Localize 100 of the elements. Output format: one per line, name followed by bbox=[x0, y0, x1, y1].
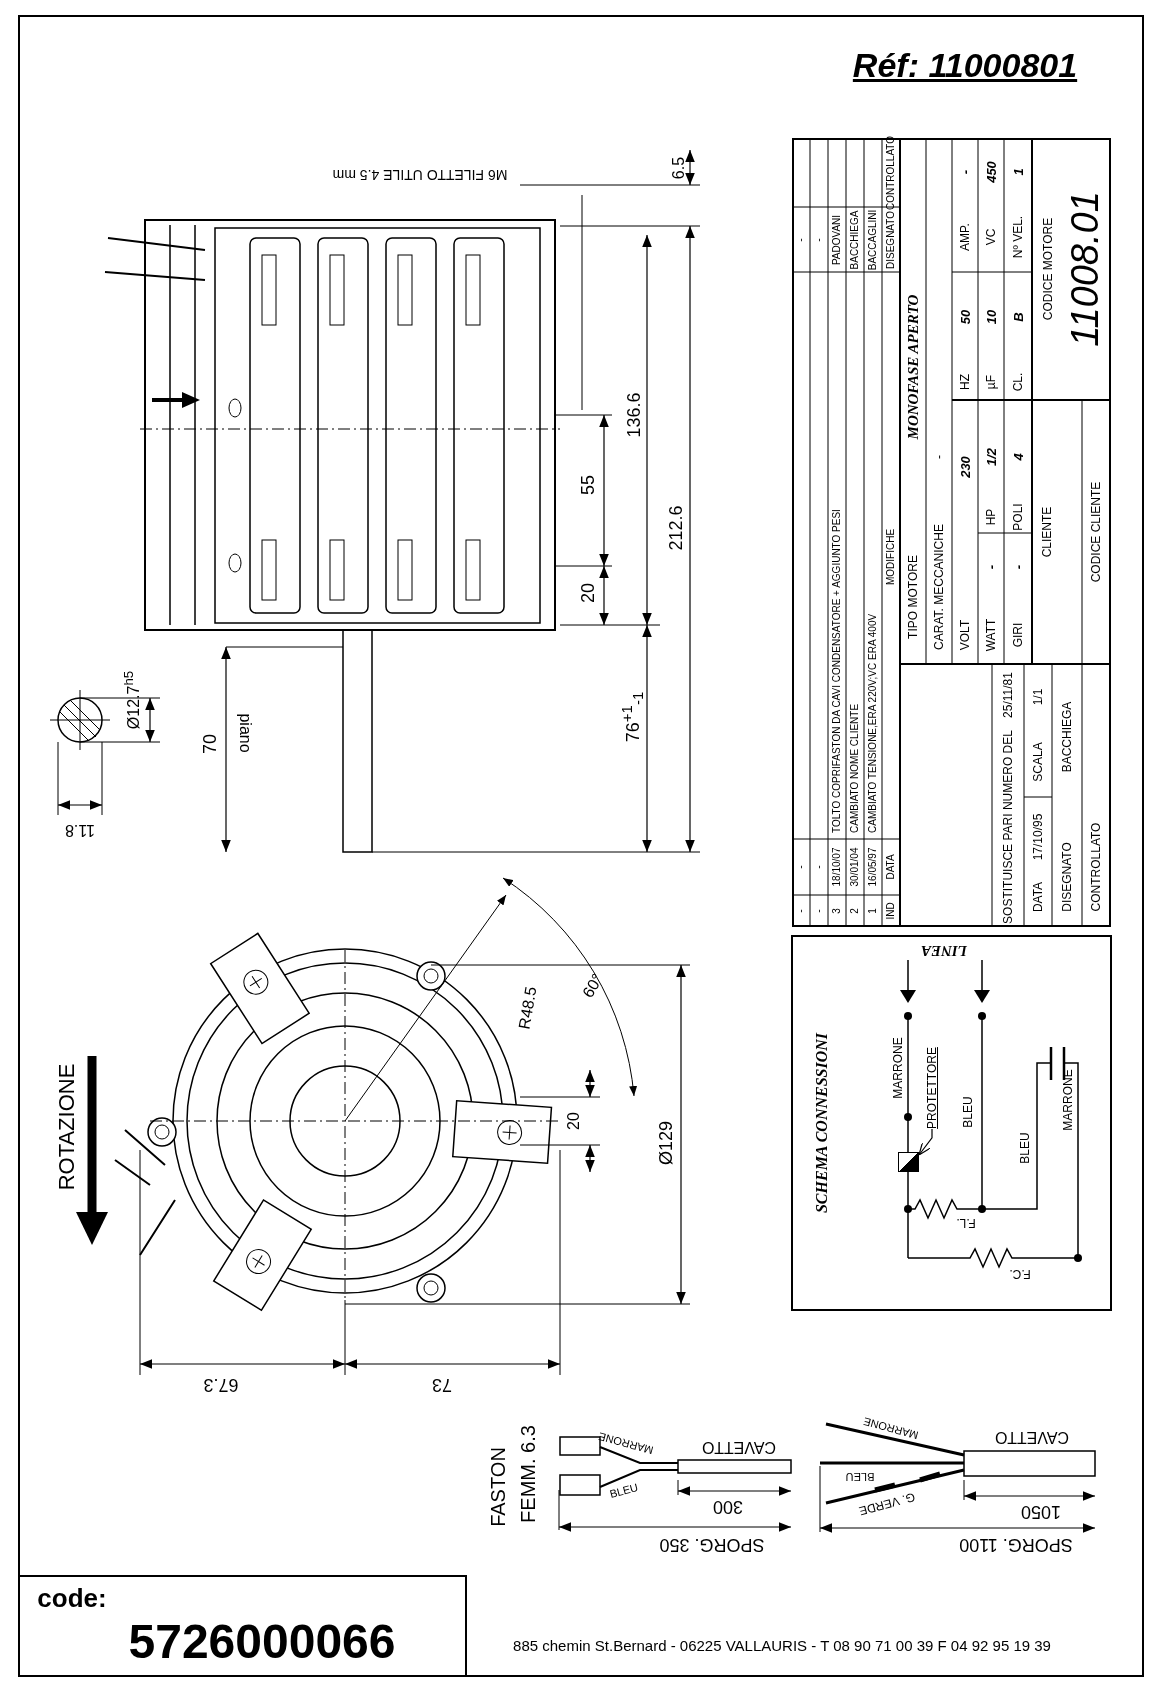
table-label: CONTROLLATO bbox=[1090, 822, 1102, 912]
revision-text: - bbox=[814, 238, 824, 242]
table-value: - bbox=[958, 169, 972, 175]
table-value: - bbox=[1011, 564, 1025, 570]
rotation-label: ROTAZIONE bbox=[56, 1063, 78, 1191]
revision-text: BACCHIEGA bbox=[850, 210, 860, 270]
connector-note: FASTON bbox=[488, 1447, 508, 1527]
dimension-label: 300 bbox=[713, 1498, 743, 1516]
table-value: 1/2 bbox=[984, 447, 998, 467]
table-label: TIPO MOTORE bbox=[907, 555, 919, 639]
table-label: VOLT bbox=[959, 619, 971, 651]
table-label: DATA bbox=[1032, 881, 1044, 913]
revision-text: - bbox=[814, 865, 824, 869]
table-label: 25/11/81 bbox=[1002, 672, 1014, 718]
table-label: CODICE CLIENTE bbox=[1090, 481, 1102, 583]
resistor-label: F.C. bbox=[1009, 1268, 1031, 1280]
dimension-label: 6.5 bbox=[671, 156, 687, 180]
table-value: 450 bbox=[984, 161, 998, 183]
wire-label: MARRONE bbox=[892, 1037, 904, 1099]
dimension-label: 20 bbox=[566, 1112, 582, 1130]
table-value: - bbox=[984, 564, 998, 570]
wire-label: BLEU bbox=[1019, 1132, 1031, 1164]
table-label: 1/1 bbox=[1032, 688, 1044, 706]
cable-label: CAVETTO bbox=[994, 1429, 1070, 1445]
table-value: 230 bbox=[958, 456, 972, 478]
table-label: GIRI bbox=[1012, 622, 1024, 648]
revision-text: - bbox=[814, 909, 824, 913]
table-label: 17/10/95 bbox=[1032, 813, 1044, 861]
dimension-label: 212.6 bbox=[667, 505, 685, 551]
revision-text: 16/05/97 bbox=[868, 847, 878, 887]
dimension-label: 67.3 bbox=[203, 1376, 239, 1394]
dimension-label: Ø129 bbox=[657, 1121, 675, 1165]
dimension-label: SPORG. 1100 bbox=[959, 1536, 1073, 1554]
table-label: WATT bbox=[985, 618, 997, 652]
table-label: CODICE MOTORE bbox=[1042, 217, 1054, 321]
table-label: CL. bbox=[1012, 372, 1024, 392]
dimension-label: 20 bbox=[579, 583, 597, 603]
dimension-label: 136.6 bbox=[625, 392, 643, 438]
dimension-label: 11.8 bbox=[65, 822, 95, 838]
reference-number: Réf: 11000801 bbox=[852, 48, 1078, 82]
table-label: AMP. bbox=[959, 223, 971, 251]
dimension-label: 60° bbox=[580, 971, 606, 1001]
revision-text: 30/01/04 bbox=[850, 847, 860, 887]
section-heading: SCHEMA CONNESSIONI bbox=[814, 1032, 830, 1214]
table-label: µF bbox=[985, 374, 997, 390]
dimension-label: 55 bbox=[579, 475, 597, 495]
table-value: 1 bbox=[1011, 168, 1025, 176]
table-label: Nº VEL. bbox=[1012, 215, 1024, 259]
revision-text: DISEGNATO bbox=[886, 211, 896, 269]
revision-text: - bbox=[796, 865, 806, 869]
surface-note: piano bbox=[237, 713, 253, 753]
revision-text: 3 bbox=[832, 908, 842, 914]
leader-line bbox=[918, 1128, 933, 1156]
table-label: SCALA bbox=[1032, 742, 1044, 782]
wire-label: BLEU bbox=[845, 1470, 875, 1482]
dimension-label: R48.5 bbox=[516, 985, 540, 1031]
connector-note: FEMM. 6.3 bbox=[518, 1425, 538, 1523]
table-label: VC bbox=[985, 228, 997, 246]
revision-text: MODIFICHE bbox=[886, 528, 896, 586]
revision-text: 18/10/07 bbox=[832, 847, 842, 887]
revision-text: DATA bbox=[886, 854, 896, 880]
revision-text: PADOVANI bbox=[832, 214, 842, 266]
revision-text: - bbox=[796, 909, 806, 913]
table-value: 50 bbox=[958, 309, 972, 325]
table-value: 4 bbox=[1011, 453, 1025, 461]
revision-text: BACCAGLINI bbox=[868, 209, 878, 271]
thread-note: M6 FILETTO UTILE 4.5 mm bbox=[332, 168, 508, 182]
dimension-label: 73 bbox=[432, 1376, 452, 1394]
table-label: SOSTITUISCE PARI NUMERO DEL bbox=[1002, 730, 1014, 924]
wire-label: MARRONE bbox=[1062, 1069, 1074, 1131]
address-text: 885 chemin St.Bernard - 06225 VALLAURIS - T 08 90 71 00 39 F 04 92 95 19 39 bbox=[513, 1637, 1051, 1653]
dimension-label: 70 bbox=[201, 734, 219, 754]
revision-text: CAMBIATO NOME CLIENTE bbox=[850, 703, 860, 833]
product-code: 5726000066 bbox=[128, 1618, 396, 1666]
revision-text: TOLTO COPRIFASTON DA CAVI CONDENSATORE + AGGIUNTO PESI bbox=[832, 509, 842, 833]
dimension-label: 1050 bbox=[1021, 1503, 1061, 1521]
revision-text: IND bbox=[886, 902, 896, 920]
revision-text: CONTROLLATO bbox=[886, 135, 896, 211]
wire-label: BLEU bbox=[962, 1096, 974, 1128]
table-label: CLIENTE bbox=[1041, 506, 1053, 558]
cable-label: CAVETTO bbox=[701, 1439, 777, 1455]
table-label: DISEGNATO bbox=[1061, 842, 1073, 912]
protector-symbol bbox=[898, 1152, 919, 1172]
table-label: BACCHIEGA bbox=[1061, 701, 1073, 773]
revision-text: CAMBIATO TENSIONE,ERA 220V;VC ERA 400V bbox=[868, 613, 878, 833]
wire-label: G. VERDE bbox=[857, 1490, 917, 1518]
table-label: CARAT. MECCANICHE bbox=[933, 524, 945, 650]
revision-text: - bbox=[796, 238, 806, 242]
table-label: - bbox=[933, 455, 945, 459]
resistor-label: F.L. bbox=[956, 1217, 976, 1229]
code-label: code: bbox=[37, 1585, 107, 1611]
table-label: POLI bbox=[1012, 503, 1024, 531]
revision-text: 2 bbox=[850, 908, 860, 914]
table-label: HZ bbox=[959, 374, 971, 390]
revision-text: 1 bbox=[868, 908, 878, 914]
table-label: HP bbox=[985, 508, 997, 526]
wire-label: BLEU bbox=[608, 1481, 640, 1501]
callout-label: PROTETTORE bbox=[926, 1047, 938, 1129]
table-value: 11008.01 bbox=[1066, 191, 1104, 347]
table-value: 10 bbox=[984, 309, 998, 325]
